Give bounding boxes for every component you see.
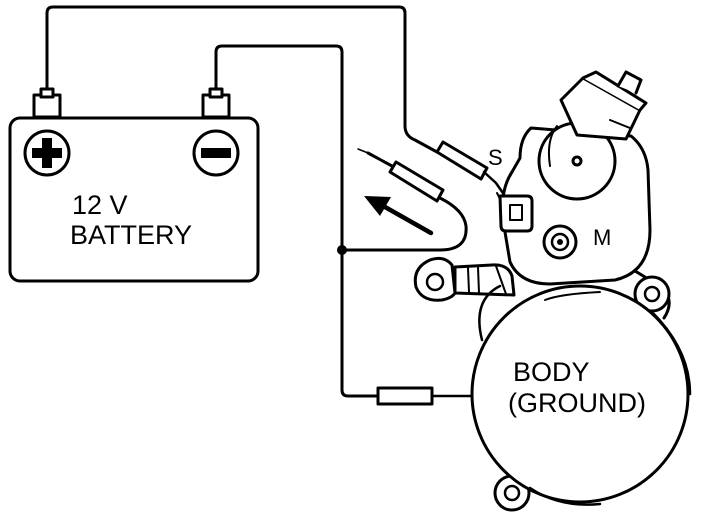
minus-icon: [192, 129, 240, 177]
wire-junction: [337, 245, 347, 255]
top-connector: [559, 70, 648, 141]
battery-positive-post: [32, 87, 62, 119]
battery-name-label: BATTERY: [70, 220, 192, 250]
battery-voltage-label: 12 V: [72, 190, 128, 220]
jumper-lead: [340, 148, 468, 252]
starter-motor: [413, 70, 692, 512]
plus-icon: [23, 129, 71, 177]
ground-label: (GROUND): [508, 388, 646, 418]
battery-negative-post: [201, 87, 231, 119]
s-terminal: [498, 194, 534, 233]
negative-lead: [214, 44, 476, 406]
positive-lead: [45, 5, 507, 206]
motor-lead: [413, 256, 516, 302]
jumper-probe: [357, 148, 445, 203]
body-mount-ears: [493, 275, 671, 512]
s-terminal-label: S: [488, 145, 503, 170]
end-cap-center: [571, 155, 583, 167]
battery: [8, 87, 260, 283]
direction-arrow-icon: [364, 196, 434, 236]
ground-probe: [376, 386, 476, 406]
m-terminal: [542, 224, 578, 260]
body-label: BODY: [513, 357, 590, 387]
starter-body: [470, 284, 692, 506]
m-terminal-label: M: [593, 225, 611, 250]
